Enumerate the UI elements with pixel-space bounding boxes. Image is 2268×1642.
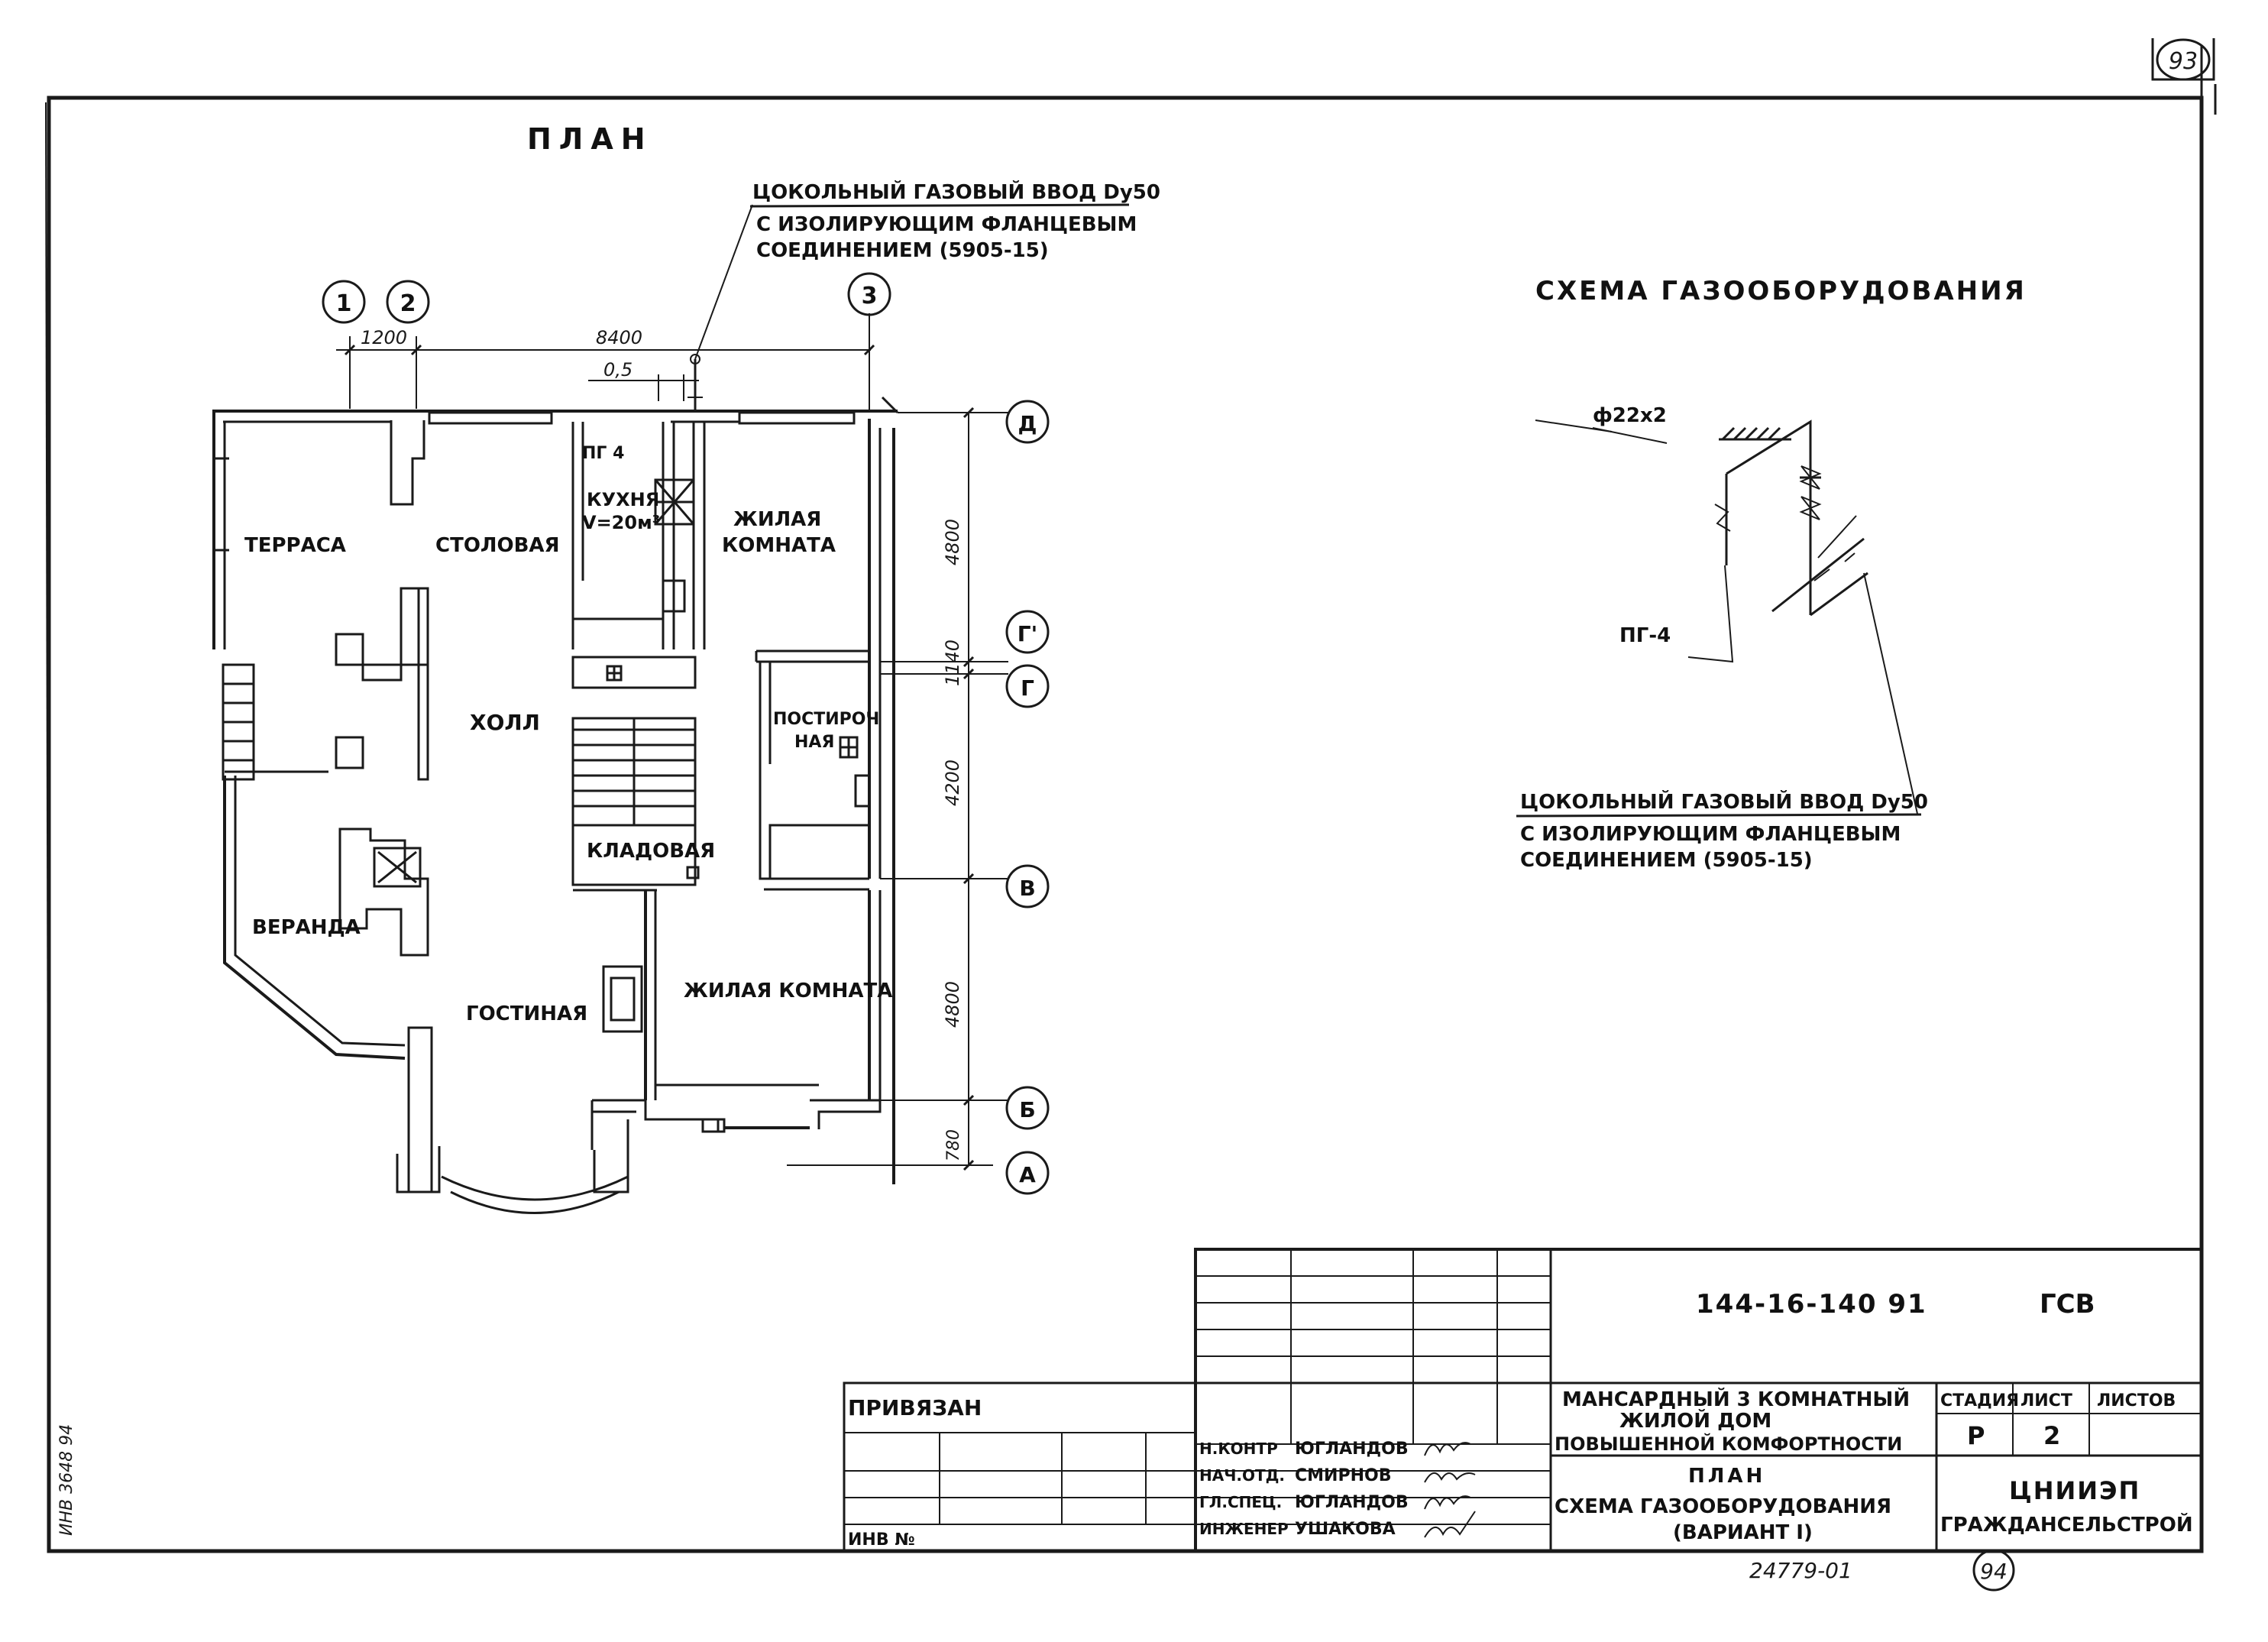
plan-walls [212,396,1008,1214]
dim-1140: 1140 [942,640,963,686]
room-veranda: ВЕРАНДА [252,916,361,939]
corner-number: 93 [2169,48,2198,75]
project-line3: ПОВЫШЕННОЙ КОМФОРТНОСТИ [1555,1433,1902,1455]
sig-role-1: Н.КОНТР [1199,1440,1278,1458]
dim-4200: 4200 [942,759,963,806]
sig-name-3: ЮГЛАНДОВ [1295,1493,1409,1512]
kitchen-device-label: ПГ 4 [582,444,624,463]
archive-number: 24779-01 [1749,1558,1852,1583]
dim-4800b: 4800 [942,981,963,1028]
sheet-no-value: 2 [2043,1421,2060,1450]
scheme-inlet-note: ЦОКОЛЬНЫЙ ГАЗОВЫЙ ВВОД Dу50 С ИЗОЛИРУЮЩИ… [1516,789,1928,872]
axis-row-b-label: Б [1019,1097,1035,1122]
project-line1: МАНСАРДНЫЙ 3 КОМНАТНЫЙ [1562,1387,1910,1411]
scheme-inlet-line3: СОЕДИНЕНИЕМ (5905-15) [1520,849,1813,872]
side-inventory-number: ИНВ 3648 94 [57,1424,76,1536]
axis-row-d: Д [1005,400,1050,444]
plan-gas-inlet-note: ЦОКОЛЬНЫЙ ГАЗОВЫЙ ВВОД Dу50 С ИЗОЛИРУЮЩИ… [688,180,1160,413]
room-living2: ЖИЛАЯ КОМНАТА [684,980,892,1002]
sheet-header: ЛИСТ [2020,1391,2072,1410]
gas-scheme: СХЕМА ГАЗООБОРУДОВАНИЯ ф22х2 [1516,276,2027,872]
axis-row-g1: Г' [1005,610,1050,654]
top-dimension-chain: 1200 8400 0,5 [336,313,875,413]
corner-number-circle [2156,38,2211,81]
axis-row-g-label: Г [1021,675,1034,701]
sig-name-2: СМИРНОВ [1295,1466,1391,1485]
axis-col-1-label: 1 [336,290,352,317]
scheme-device-label: ПГ-4 [1619,624,1671,647]
doc-mark: ГСВ [2040,1289,2095,1320]
axis-col-1: 1 [322,280,366,324]
doc-code: 144-16-140 91 [1696,1289,1927,1320]
dim-1200: 1200 [361,327,407,348]
axis-col-2-label: 2 [400,290,416,317]
sig-name-4: УШАКОВА [1295,1520,1396,1539]
scheme-inlet-line2: С ИЗОЛИРУЮЩИМ ФЛАНЦЕВЫМ [1520,823,1901,846]
plan-gas-inlet-line3: СОЕДИНЕНИЕМ (5905-15) [756,239,1049,262]
stage-header: СТАДИЯ [1940,1391,2019,1410]
sig-role-2: НАЧ.ОТД. [1199,1466,1285,1485]
sig-role-4: ИНЖЕНЕР [1199,1520,1289,1538]
room-laundry-line1: ПОСТИРОЧ [773,710,879,729]
axis-row-b: Б [1005,1086,1050,1130]
dim-05: 0,5 [603,359,633,381]
scheme-pipework: ф22х2 [1535,404,1918,815]
org-line1: ЦНИИЭП [2009,1476,2140,1505]
room-hall: ХОЛЛ [470,710,540,735]
stamp-number: 94 [1980,1559,2008,1584]
inv-no-label: ИНВ № [848,1530,915,1550]
sig-role-3: ГЛ.СПЕЦ. [1199,1493,1282,1511]
axis-col-3: 3 [847,272,891,316]
project-line2: ЖИЛОЙ ДОМ [1619,1408,1771,1433]
title-block-text: 144-16-140 91 ГСВ ПРИВЯЗАН ИНВ № Н.КОНТР… [848,1289,2193,1592]
room-laundry-line2: НАЯ [794,733,834,752]
kitchen-volume: V=20м³ [582,512,660,533]
axis-row-d-label: Д [1018,411,1037,436]
sheets-header: ЛИСТОВ [2097,1391,2176,1410]
axis-col-2: 2 [386,280,430,324]
room-terrace: ТЕРРАСА [244,534,346,557]
room-dining: СТОЛОВАЯ [435,534,560,557]
scheme-title: СХЕМА ГАЗООБОРУДОВАНИЯ [1535,276,2027,306]
privyazan-label: ПРИВЯЗАН [848,1395,982,1420]
title-block [843,1248,2203,1553]
axis-row-g: Г [1005,664,1050,708]
dim-4800a: 4800 [942,519,963,565]
axis-row-a-label: А [1019,1162,1036,1187]
scheme-pipe-label: ф22х2 [1593,404,1667,427]
room-living1-line1: ЖИЛАЯ [733,508,821,531]
stamp-number-circle [1972,1549,2015,1592]
dim-780: 780 [944,1129,963,1161]
plan-title: ПЛАН [527,122,653,156]
signature-marks [1424,1442,1476,1538]
room-labels: ТЕРРАСА СТОЛОВАЯ ПГ 4 КУХНЯ V=20м³ ЖИЛАЯ… [244,444,892,1025]
plan-gas-inlet-line1: ЦОКОЛЬНЫЙ ГАЗОВЫЙ ВВОД Dу50 [752,180,1160,204]
sheet-line3: (ВАРИАНТ I) [1673,1521,1813,1544]
scheme-inlet-line1: ЦОКОЛЬНЫЙ ГАЗОВЫЙ ВВОД Dу50 [1520,789,1928,814]
dim-8400: 8400 [596,327,642,348]
room-storage: КЛАДОВАЯ [587,840,715,863]
axis-row-v: В [1005,864,1050,908]
axis-col-3-label: 3 [862,283,878,309]
sheet-line2: СХЕМА ГАЗООБОРУДОВАНИЯ [1555,1495,1891,1518]
axis-row-g1-label: Г' [1018,621,1037,646]
org-line2: ГРАЖДАНСЕЛЬСТРОЙ [1940,1512,2193,1537]
stage-value: Р [1967,1421,1985,1450]
axis-row-a: А [1005,1151,1050,1195]
sheet-line1: ПЛАН [1688,1465,1765,1488]
room-lounge: ГОСТИНАЯ [466,1002,587,1025]
room-living1-line2: КОМНАТА [722,534,836,557]
right-dimension-chain: 4800 1140 4200 4800 780 [942,406,975,1171]
sig-name-1: ЮГЛАНДОВ [1295,1440,1409,1459]
plan-gas-inlet-line2: С ИЗОЛИРУЮЩИМ ФЛАНЦЕВЫМ [756,213,1137,236]
axis-row-v-label: В [1019,876,1035,901]
room-kitchen: КУХНЯ [587,489,659,510]
floor-plan: ПЛАН ЦОКОЛЬНЫЙ ГАЗОВЫЙ ВВОД Dу50 С ИЗОЛИ… [212,122,1160,1214]
